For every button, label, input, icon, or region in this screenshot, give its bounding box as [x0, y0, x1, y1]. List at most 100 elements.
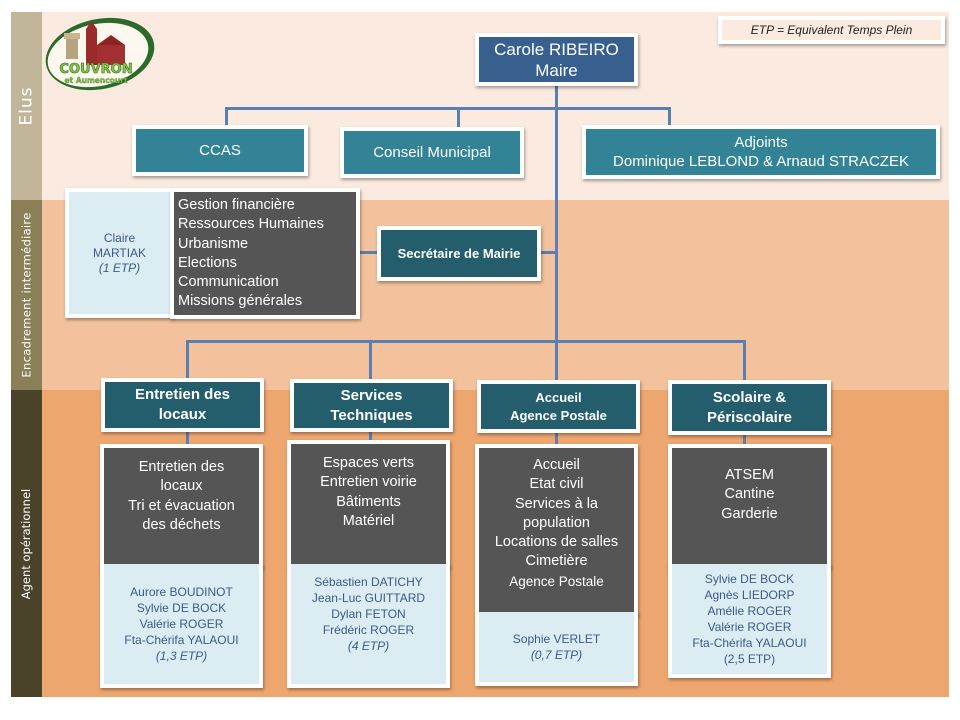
staff-name: Fta-Chérifa YALAOUI	[124, 633, 239, 647]
staff-etp: (4 ETP)	[347, 639, 390, 653]
missions-secretaire[interactable]: Gestion financière Ressources Humaines U…	[170, 188, 360, 319]
adjoints-names: Dominique LEBLOND & Arnaud STRACZEK	[613, 153, 909, 170]
tasks-scolaire[interactable]: ATSEM Cantine Garderie	[668, 444, 831, 568]
task-item: locaux	[160, 478, 203, 495]
staff-name: Sébastien DATICHY	[314, 575, 423, 589]
task-item: ATSEM	[725, 467, 774, 483]
task-item: Espaces verts	[322, 455, 415, 471]
ccas-label: CCAS	[199, 142, 241, 159]
staff-name: Amélie ROGER	[707, 604, 792, 618]
band-label-elus: Elus	[11, 12, 42, 200]
adjoints-title: Adjoints	[734, 134, 788, 151]
staff-name: Sophie VERLET	[512, 632, 601, 646]
task-item: Entretien voirie	[320, 474, 417, 491]
connector	[225, 107, 671, 110]
service-header-line: locaux	[158, 406, 207, 423]
band-label-elus-text: Elus	[16, 86, 37, 126]
task-item: Cimetière	[525, 553, 588, 570]
task-item: population	[523, 514, 590, 531]
task-item: Matériel	[342, 512, 395, 529]
mission-item: Urbanisme	[178, 235, 249, 252]
staff-name: Valérie ROGER	[139, 617, 224, 631]
staff-scolaire[interactable]: Sylvie DE BOCK Agnès LIEDORP Amélie ROGE…	[668, 564, 831, 678]
staff-techniques[interactable]: Sébastien DATICHY Jean-Luc GUITTARD Dyla…	[287, 564, 450, 688]
service-header-line: Services	[340, 386, 403, 404]
node-service-techniques[interactable]: Services Techniques	[290, 379, 453, 432]
task-item: Agence Postale	[509, 573, 604, 589]
band-label-encadrement: Encadrement intermédiaire	[11, 200, 42, 390]
node-conseil-municipal[interactable]: Conseil Municipal	[340, 127, 524, 178]
village-logo-icon: COUVRON et Aumencourt	[45, 17, 155, 91]
connector	[186, 340, 189, 382]
mission-item: Missions générales	[178, 293, 303, 310]
band-label-encadrement-text: Encadrement intermédiaire	[19, 212, 34, 378]
service-header-line: Agence Postale	[510, 407, 607, 423]
service-header-line: Scolaire &	[712, 388, 787, 406]
mission-item: Communication	[178, 274, 279, 291]
staff-name: Aurore BOUDINOT	[130, 585, 233, 599]
mission-item: Elections	[178, 254, 237, 271]
staff-last-name: MARTIAK	[92, 245, 147, 260]
task-item: des déchets	[142, 516, 221, 533]
service-header-line: Techniques	[330, 406, 413, 424]
staff-etp: (1,3 ETP)	[155, 649, 208, 663]
connector	[668, 107, 671, 127]
secretaire-label: Secrétaire de Mairie	[397, 246, 521, 261]
connector	[369, 340, 372, 382]
task-item: Bâtiments	[336, 493, 401, 510]
connector	[358, 251, 380, 254]
connector	[743, 432, 746, 448]
connector	[186, 430, 189, 448]
node-maire[interactable]: Carole RIBEIRO Maire	[475, 33, 638, 86]
task-item: Entretien des	[138, 459, 225, 475]
connector	[555, 86, 558, 346]
maire-title: Maire	[535, 60, 578, 80]
staff-etp: (0,7 ETP)	[530, 648, 583, 662]
staff-etp: (2,5 ETP)	[723, 652, 776, 666]
staff-name: Sylvie DE BOCK	[136, 601, 227, 615]
node-ccas[interactable]: CCAS	[132, 125, 308, 176]
staff-name: Valérie ROGER	[707, 620, 792, 634]
connector	[539, 251, 557, 254]
service-header-line: Entretien des	[134, 386, 231, 403]
task-item: Tri et évacuation	[128, 497, 235, 514]
service-header-line: Périscolaire	[706, 408, 793, 426]
staff-entretien[interactable]: Aurore BOUDINOT Sylvie DE BOCK Valérie R…	[100, 564, 263, 688]
staff-name: Dylan FETON	[331, 607, 406, 621]
staff-accueil[interactable]: Sophie VERLET (0,7 ETP)	[475, 612, 638, 686]
staff-name: Jean-Luc GUITTARD	[311, 591, 426, 605]
node-service-scolaire[interactable]: Scolaire & Périscolaire	[668, 380, 831, 435]
connector	[555, 430, 558, 448]
task-item: Cantine	[724, 486, 775, 503]
legend-text: ETP = Equivalent Temps Plein	[750, 23, 913, 37]
connector	[186, 340, 746, 343]
task-item: Services à la	[514, 495, 598, 512]
node-service-accueil[interactable]: Accueil Agence Postale	[477, 380, 640, 433]
tasks-entretien[interactable]: Entretien des locaux Tri et évacuation d…	[100, 444, 263, 568]
staff-name: Agnès LIEDORP	[704, 588, 795, 602]
task-item: Etat civil	[529, 476, 584, 493]
band-label-agent-text: Agent opérationnel	[19, 488, 34, 599]
connector	[555, 340, 558, 382]
staff-first-name: Claire	[103, 230, 136, 245]
node-adjoints[interactable]: Adjoints Dominique LEBLOND & Arnaud STRA…	[582, 125, 940, 179]
node-service-entretien[interactable]: Entretien des locaux	[101, 378, 264, 432]
connector	[743, 340, 746, 382]
logo-text-aumencourt: et Aumencourt	[65, 76, 128, 85]
task-item: Garderie	[721, 505, 778, 522]
task-item: Accueil	[533, 457, 580, 473]
tasks-accueil[interactable]: Accueil Etat civil Services à la populat…	[475, 444, 638, 616]
staff-secretaire[interactable]: Claire MARTIAK (1 ETP)	[65, 188, 174, 318]
staff-name: Sylvie DE BOCK	[704, 572, 795, 586]
task-item: Locations de salles	[494, 534, 619, 551]
maire-name: Carole RIBEIRO	[494, 39, 619, 59]
staff-name: Fta-Chérifa YALAOUI	[692, 636, 807, 650]
staff-etp: (1 ETP)	[98, 260, 141, 275]
conseil-label: Conseil Municipal	[373, 144, 491, 161]
connector	[225, 107, 228, 127]
node-secretaire-de-mairie[interactable]: Secrétaire de Mairie	[377, 226, 541, 281]
logo-text-couvron: COUVRON	[59, 62, 132, 77]
band-label-agent: Agent opérationnel	[11, 390, 42, 697]
legend-etp: ETP = Equivalent Temps Plein	[718, 16, 945, 44]
tasks-techniques[interactable]: Espaces verts Entretien voirie Bâtiments…	[287, 440, 450, 568]
